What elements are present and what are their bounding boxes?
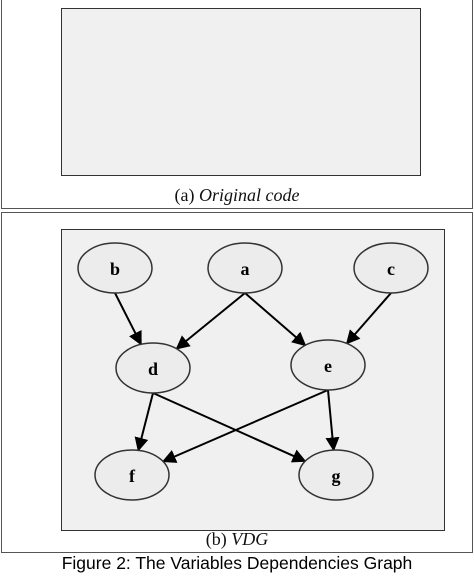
edge-d-to-g [152,392,307,463]
panel-vdg: b a c d e f g (b) VDG [1,212,473,553]
caption-b-prefix: (b) [205,529,232,549]
edge-b-to-d [114,292,142,346]
caption-original-code: (a) Original code [2,185,472,206]
node-b: b [77,242,153,294]
edge-a-to-d [175,292,246,350]
node-g-shape [298,449,374,501]
edge-e-to-f [161,389,329,463]
node-a-shape [207,242,283,294]
node-b-label: b [110,259,120,279]
node-f-label: f [129,466,136,486]
node-a-label: a [241,259,250,279]
node-b-shape [77,242,153,294]
node-d: d [115,342,191,394]
node-c-label: c [387,259,395,279]
node-a: a [207,242,283,294]
node-f-shape [94,449,170,501]
node-g-label: g [332,466,341,486]
node-c-shape [353,242,429,294]
edge-d-to-f [134,392,154,452]
panel-original-code: (a) Original code [1,0,473,209]
figure-caption: Figure 2: The Variables Dependencies Gra… [61,553,413,573]
node-f: f [94,449,170,501]
caption-a-prefix: (a) [174,185,199,205]
original-code-box [61,8,421,176]
node-g: g [298,449,374,501]
vdg-graph: b a c d e f g [77,242,429,501]
node-d-label: d [148,359,158,379]
edge-a-to-e [244,292,307,347]
edge-c-to-e [345,292,392,345]
node-c: c [353,242,429,294]
node-d-shape [115,342,191,394]
edge-e-to-g [325,389,340,452]
caption-a-title: Original code [198,185,300,205]
node-e-shape [290,339,366,391]
caption-vdg: (b) VDG [2,529,472,550]
caption-b-title: VDG [231,529,269,549]
node-e-label: e [324,356,332,376]
node-e: e [290,339,366,391]
